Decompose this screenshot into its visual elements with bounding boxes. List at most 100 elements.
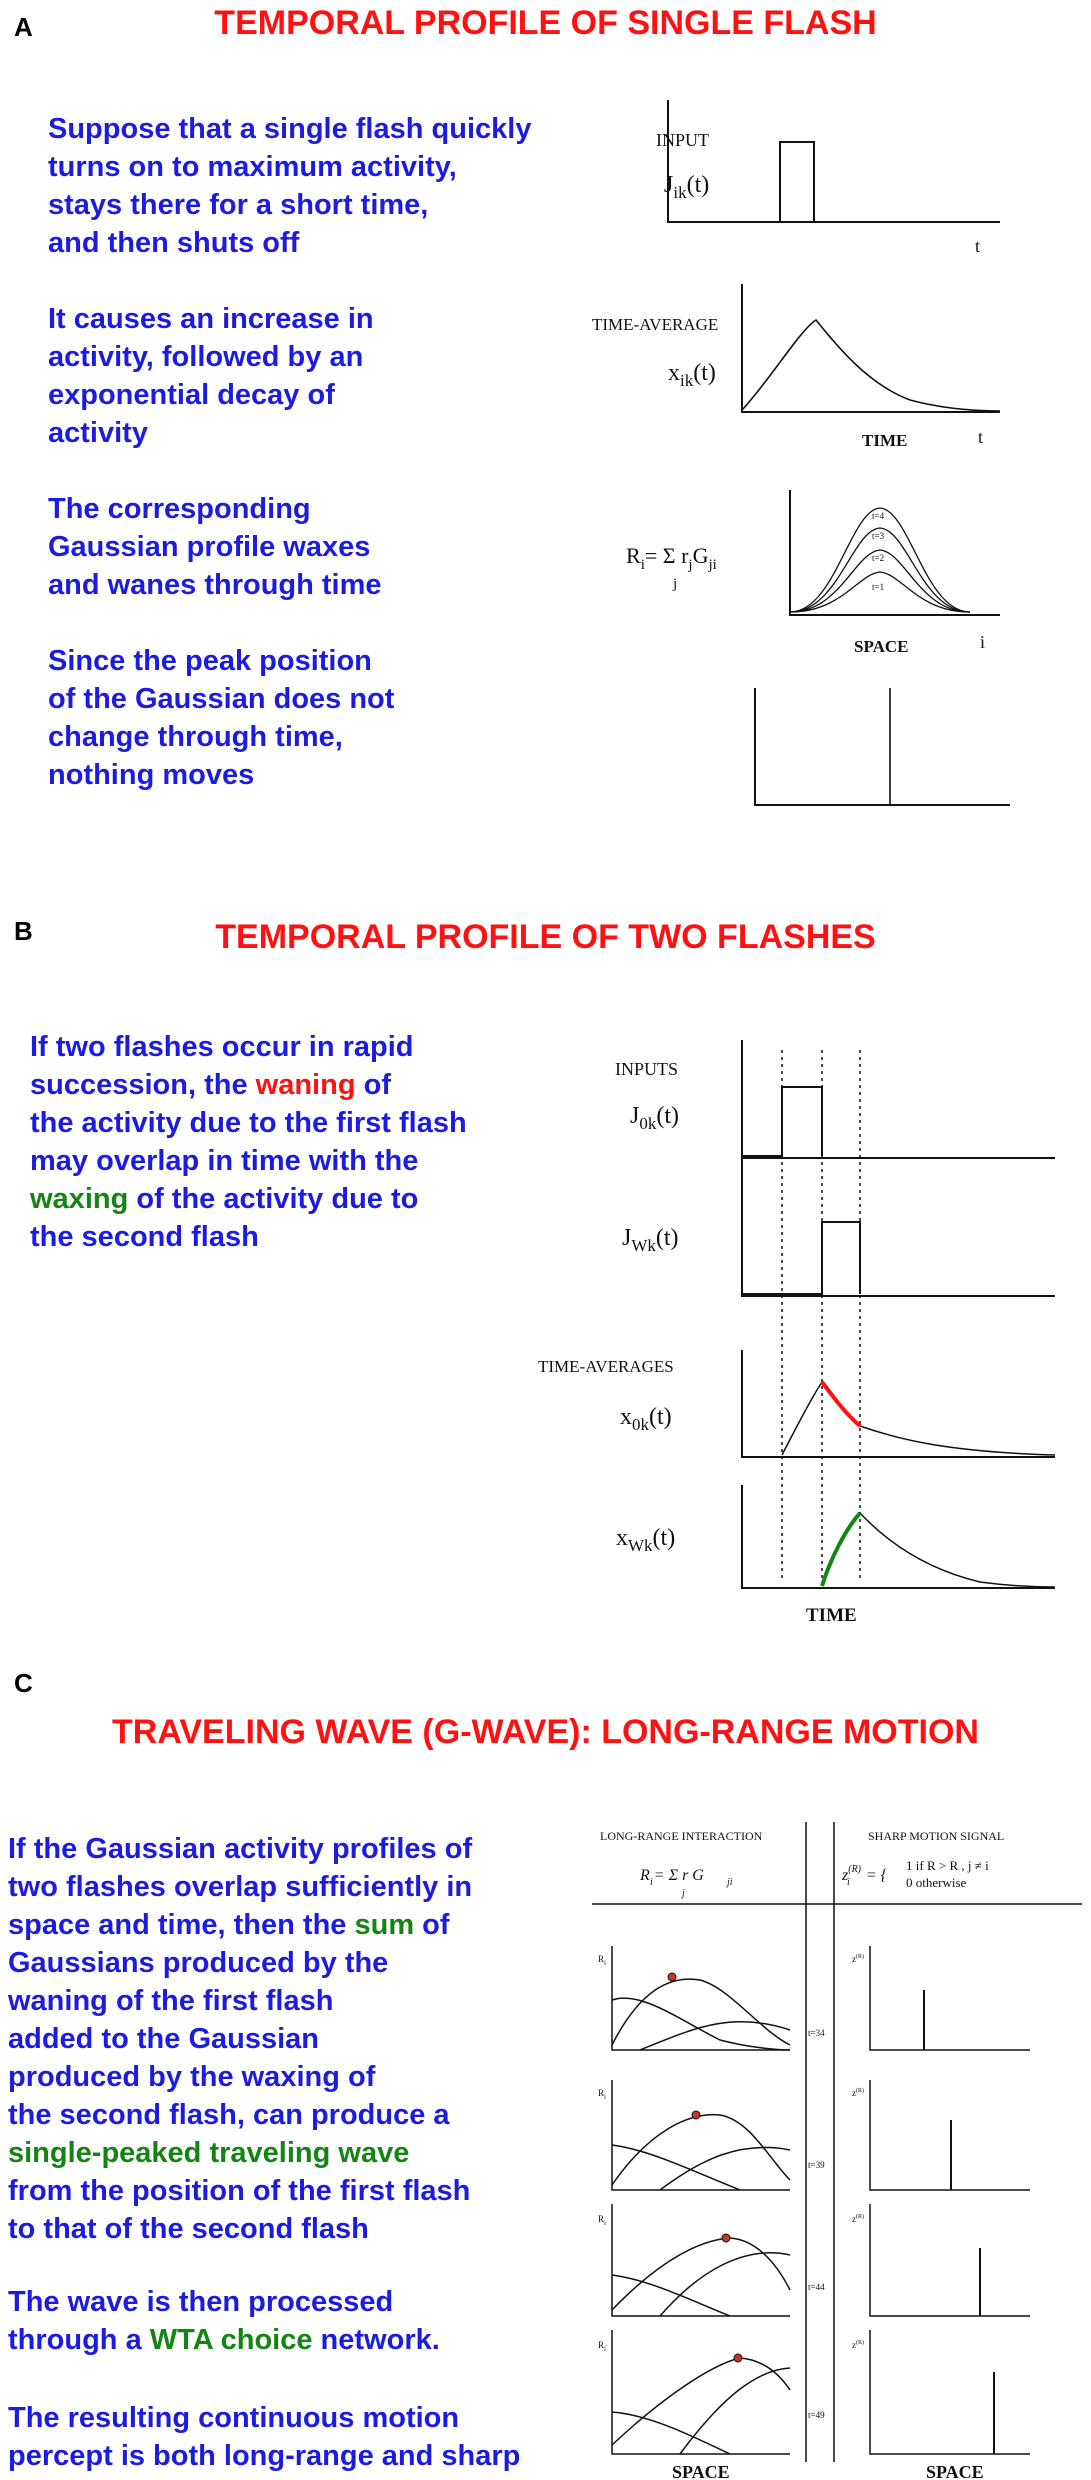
text-line: percept is both long-range and sharp xyxy=(8,2440,521,2472)
input-pulse xyxy=(668,141,815,223)
row-label-left: Ri xyxy=(598,2088,606,2101)
input-label: INPUT xyxy=(656,130,709,150)
text-line: from the position of the first flash xyxy=(8,2175,471,2207)
time-avg-axes xyxy=(741,284,1000,413)
i-label: i xyxy=(980,632,985,652)
peak-marker xyxy=(667,1972,677,1982)
g: G xyxy=(693,543,709,568)
text: of xyxy=(414,1909,450,1941)
right-header: SHARP MOTION SIGNAL xyxy=(868,1829,1004,1843)
var: x xyxy=(668,360,680,386)
r: R xyxy=(598,2214,604,2224)
sub: Wk xyxy=(631,1236,656,1255)
j0-pulse xyxy=(742,1086,823,1157)
panel-c-title: TRAVELING WAVE (G-WAVE): LONG-RANGE MOTI… xyxy=(112,1713,979,1751)
panel-a-figure: INPUT Jik(t) t TIME-AVERAGE xik(t) TIME … xyxy=(592,100,1010,806)
sub: 0k xyxy=(632,1415,650,1434)
row4-curves xyxy=(611,2357,791,2455)
sup: (R) xyxy=(856,2087,864,2094)
row4-axes-right xyxy=(869,2330,1030,2455)
text: of xyxy=(355,1069,391,1101)
text: succession, the xyxy=(30,1069,256,1101)
panel-b-title: TEMPORAL PROFILE OF TWO FLASHES xyxy=(215,918,876,956)
text-line: single-peaked traveling wave xyxy=(8,2137,410,2169)
time-avg-curve xyxy=(741,318,1001,412)
i: i xyxy=(604,2345,606,2353)
panel-a-paragraph-4: Since the peak position of the Gaussian … xyxy=(48,642,394,794)
gaussian-axes xyxy=(789,490,1000,616)
row-label-left: Ri xyxy=(598,2340,606,2353)
time-label: TIME xyxy=(862,431,907,450)
panel-a-paragraph-2: It causes an increase in activity, follo… xyxy=(48,300,374,452)
panel-c-paragraph-1: If the Gaussian activity profiles of two… xyxy=(8,1830,472,2248)
x-function-label: xik(t) xyxy=(668,360,716,390)
peak-marker xyxy=(691,2110,701,2120)
x0-label: x0k(t) xyxy=(620,1404,672,1434)
row3-axes-left xyxy=(611,2204,790,2317)
r: R xyxy=(598,2340,604,2350)
sup: (R) xyxy=(856,1953,864,1960)
panel-letter-c: C xyxy=(14,1668,33,1698)
g-sub: ji xyxy=(707,557,716,573)
text-line: exponential decay of xyxy=(48,379,335,411)
var: J xyxy=(630,1103,639,1129)
sub: ik xyxy=(673,183,687,202)
peak-axes xyxy=(754,688,1010,806)
xw-decay-tail xyxy=(859,1512,1056,1588)
waxing-word: waxing xyxy=(30,1183,129,1215)
time-average-label: TIME-AVERAGE xyxy=(592,315,718,334)
var: x xyxy=(620,1404,632,1430)
rhs: = Σ r xyxy=(645,543,689,568)
waning-segment xyxy=(820,1380,862,1428)
time-label: TIME xyxy=(806,1605,857,1626)
row1-axes-left xyxy=(611,1946,790,2051)
rhs-sub: j xyxy=(687,557,692,573)
text-line: The resulting continuous motion xyxy=(8,2402,460,2434)
text-line: Suppose that a single flash quickly xyxy=(48,113,532,145)
row-label-right: z(R) xyxy=(852,2213,864,2224)
text-line: turns on to maximum activity, xyxy=(48,151,457,183)
text-line: two flashes overlap sufficiently in xyxy=(8,1871,473,1903)
i: i xyxy=(604,2219,606,2227)
text-line: Gaussians produced by the xyxy=(8,1947,389,1979)
row3-axes-right xyxy=(869,2204,1030,2317)
j0-label: J0k(t) xyxy=(630,1103,679,1133)
text-line: and wanes through time xyxy=(48,569,382,601)
peak-marker xyxy=(733,2353,743,2363)
time-label: t=34 xyxy=(808,2028,825,2038)
text: network. xyxy=(312,2324,440,2356)
text-line: and then shuts off xyxy=(48,227,300,259)
var: x xyxy=(616,1525,628,1551)
peak-marker xyxy=(721,2233,731,2243)
t-label-2: t xyxy=(978,427,983,447)
sub: 0k xyxy=(639,1114,657,1133)
time-label: t=44 xyxy=(808,2282,825,2292)
text: through a xyxy=(8,2324,150,2356)
right-eq-case-1: 1 if R > R , j ≠ i xyxy=(906,1858,989,1873)
text-line: If the Gaussian activity profiles of xyxy=(8,1833,473,1865)
time-label: t=39 xyxy=(808,2160,825,2170)
text-line: stays there for a short time, xyxy=(48,189,429,221)
z: z xyxy=(852,1954,856,1964)
xw-label: xWk(t) xyxy=(616,1525,675,1555)
inputs-label: INPUTS xyxy=(615,1059,678,1079)
right-eq-lhs: z(R)i= { xyxy=(841,1864,888,1888)
xw-axes xyxy=(741,1485,1055,1589)
row2-axes-left xyxy=(611,2080,790,2191)
lhs-sub: i xyxy=(641,557,645,573)
lhs: R xyxy=(626,543,641,568)
row4-axes-left xyxy=(611,2330,790,2455)
text-line: The corresponding xyxy=(48,493,311,525)
text-line: The wave is then processed xyxy=(8,2286,394,2318)
text-line: activity, followed by an xyxy=(48,341,364,373)
panel-a-title: TEMPORAL PROFILE OF SINGLE FLASH xyxy=(214,4,877,42)
time-averages-label: TIME-AVERAGES xyxy=(538,1357,674,1376)
z: z xyxy=(852,2088,856,2098)
panel-b-paragraph: If two flashes occur in rapid succession… xyxy=(30,1028,467,1256)
jw-pulse xyxy=(742,1221,861,1295)
panel-letter-b: B xyxy=(14,916,33,946)
panel-a-paragraph-1: Suppose that a single flash quickly turn… xyxy=(48,110,531,262)
z: z xyxy=(852,2340,856,2350)
row1-curves xyxy=(611,1978,791,2051)
